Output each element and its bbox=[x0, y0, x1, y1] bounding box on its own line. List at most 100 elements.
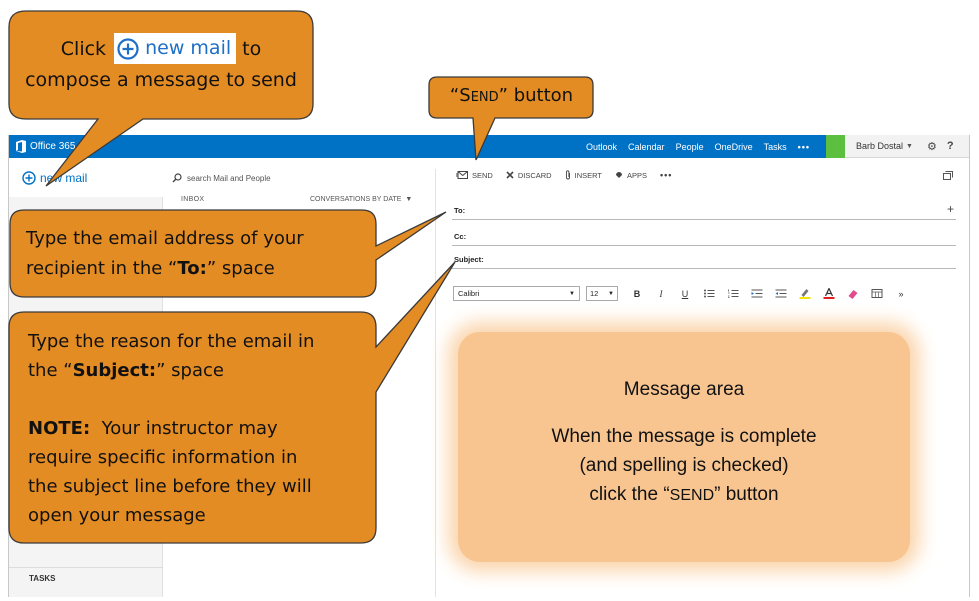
callout-subject-line-2: the “Subject:” space bbox=[28, 356, 373, 385]
font-family-value: Calibri bbox=[458, 289, 480, 298]
compose-toolbar: SEND DISCARD INSERT APPS ••• bbox=[456, 170, 672, 180]
message-area-send-word: SEND bbox=[669, 487, 715, 504]
send-label: SEND bbox=[472, 170, 493, 180]
sort-chevron-down-icon: ▼ bbox=[405, 196, 413, 203]
office-365-logo[interactable]: Office 365 bbox=[15, 138, 75, 155]
callout-note-line-4: open your message bbox=[28, 505, 206, 526]
table-icon[interactable] bbox=[871, 289, 883, 298]
search-box[interactable]: search Mail and People bbox=[172, 173, 271, 183]
callout-subject-text: Type the reason for the email in the “Su… bbox=[28, 327, 373, 530]
tasks-label[interactable]: TASKS bbox=[29, 574, 56, 583]
numbered-list-icon[interactable] bbox=[727, 289, 739, 298]
top-navigation-bar: Office 365 Outlook Calendar People OneDr… bbox=[9, 135, 969, 158]
callout-note-label: NOTE: bbox=[28, 418, 91, 439]
callout-send-open-quote: “ bbox=[449, 85, 460, 106]
format-toolbar: Calibri ▼ 12▼ B I U » bbox=[453, 286, 907, 301]
add-recipient-plus-icon[interactable]: + bbox=[947, 202, 955, 216]
callout-subject-post: ” space bbox=[156, 360, 224, 381]
callout-new-mail-bubble bbox=[8, 10, 314, 187]
nav-people[interactable]: People bbox=[675, 141, 704, 152]
highlight-icon[interactable] bbox=[799, 288, 811, 299]
callout-send-rest: ” button bbox=[498, 85, 574, 106]
font-size-value: 12 bbox=[590, 289, 599, 298]
user-area: Barb Dostal ▼ ⚙ ? bbox=[845, 135, 969, 158]
search-placeholder: search Mail and People bbox=[187, 173, 271, 183]
subject-field[interactable]: Subject: bbox=[452, 255, 956, 269]
callout-new-mail-button-image: new mail bbox=[114, 33, 237, 64]
plus-circle-icon bbox=[117, 37, 139, 60]
callout-subject-bold: Subject: bbox=[72, 360, 157, 381]
expand-chevron-icon[interactable]: » bbox=[898, 288, 904, 299]
brand-label: Office 365 bbox=[30, 141, 76, 152]
nav-onedrive[interactable]: OneDrive bbox=[714, 141, 753, 152]
font-color-icon[interactable] bbox=[823, 288, 835, 299]
decrease-indent-icon[interactable] bbox=[775, 289, 787, 298]
callout-to-line-2: recipient in the “To:” space bbox=[26, 254, 366, 284]
font-chevron-down-icon: ▼ bbox=[569, 290, 575, 297]
nav-tasks[interactable]: Tasks bbox=[763, 141, 787, 152]
callout-note-text-1: Your instructor may bbox=[90, 418, 278, 439]
insert-button[interactable]: INSERT bbox=[565, 170, 602, 180]
italic-button[interactable]: I bbox=[659, 288, 663, 299]
callout-note-line-2: require specific information in bbox=[28, 447, 298, 468]
message-area-line-3: click the “SEND” button bbox=[458, 480, 910, 510]
discard-button[interactable]: DISCARD bbox=[506, 171, 552, 180]
callout-to-line-1: Type the email address of your bbox=[26, 228, 304, 249]
app-nav: Outlook Calendar People OneDrive Tasks •… bbox=[586, 135, 821, 158]
callout-new-mail-button-label: new mail bbox=[145, 37, 232, 59]
message-area-line-1: When the message is complete bbox=[551, 426, 817, 447]
callout-to-word: to bbox=[242, 38, 262, 60]
callout-subject-pre: the “ bbox=[28, 360, 73, 381]
apps-label: APPS bbox=[626, 170, 647, 180]
underline-button[interactable]: U bbox=[681, 288, 689, 299]
toolbar-more-icon[interactable]: ••• bbox=[660, 170, 673, 180]
callout-to-text: Type the email address of your recipient… bbox=[26, 224, 366, 284]
callout-to-post: ” space bbox=[206, 258, 275, 279]
insert-label: INSERT bbox=[574, 170, 602, 180]
callout-note-line-1: NOTE: Your instructor may bbox=[28, 414, 373, 443]
font-size-select[interactable]: 12▼ bbox=[586, 286, 618, 301]
user-name[interactable]: Barb Dostal bbox=[856, 141, 904, 151]
folder-divider bbox=[9, 567, 163, 568]
font-family-select[interactable]: Calibri ▼ bbox=[453, 286, 580, 301]
clear-format-icon[interactable] bbox=[847, 289, 859, 299]
send-button[interactable]: SEND bbox=[456, 171, 493, 180]
message-area-text: When the message is complete (and spelli… bbox=[458, 422, 910, 510]
callout-to-pre: recipient in the “ bbox=[26, 258, 178, 279]
user-menu-chevron-icon[interactable]: ▼ bbox=[906, 142, 913, 150]
office-icon bbox=[16, 140, 26, 153]
message-area-highlight[interactable]: Message area When the message is complet… bbox=[458, 332, 910, 562]
to-field[interactable]: To: + bbox=[452, 202, 956, 220]
search-icon bbox=[172, 173, 182, 183]
nav-calendar[interactable]: Calendar bbox=[628, 141, 665, 152]
popout-icon[interactable] bbox=[943, 171, 953, 180]
sort-dropdown[interactable]: CONVERSATIONS BY DATE▼ bbox=[310, 196, 412, 203]
message-area-line-2: (and spelling is checked) bbox=[579, 455, 789, 476]
to-label: To: bbox=[454, 206, 466, 215]
cc-field[interactable]: Cc: bbox=[452, 232, 956, 246]
increase-indent-icon[interactable] bbox=[751, 289, 763, 298]
bullet-list-icon[interactable] bbox=[703, 289, 715, 298]
help-icon[interactable]: ? bbox=[946, 140, 954, 152]
nav-more-icon[interactable]: ••• bbox=[797, 141, 811, 152]
callout-to-bold: To: bbox=[177, 258, 207, 279]
plus-circle-icon bbox=[22, 171, 36, 185]
list-pane-border bbox=[435, 169, 436, 597]
apps-button[interactable]: APPS bbox=[615, 171, 647, 180]
callout-to-bubble bbox=[9, 209, 447, 298]
callout-note-line-3: the subject line before they will bbox=[28, 476, 312, 497]
callout-new-mail-line-1: Click new mail to bbox=[8, 33, 314, 66]
bold-button[interactable]: B bbox=[633, 288, 641, 299]
callout-send-text: “SEND” button bbox=[430, 80, 593, 114]
subject-label: Subject: bbox=[454, 255, 484, 264]
gear-icon[interactable]: ⚙ bbox=[926, 140, 937, 153]
callout-click-word: Click bbox=[60, 38, 107, 60]
nav-outlook[interactable]: Outlook bbox=[586, 141, 618, 152]
discard-label: DISCARD bbox=[517, 170, 552, 180]
user-presence-tile bbox=[826, 135, 845, 158]
message-area-title: Message area bbox=[623, 379, 745, 400]
message-area-line-3-pre: click the “ bbox=[589, 484, 670, 505]
message-area-line-3-post: ” button bbox=[714, 484, 779, 505]
